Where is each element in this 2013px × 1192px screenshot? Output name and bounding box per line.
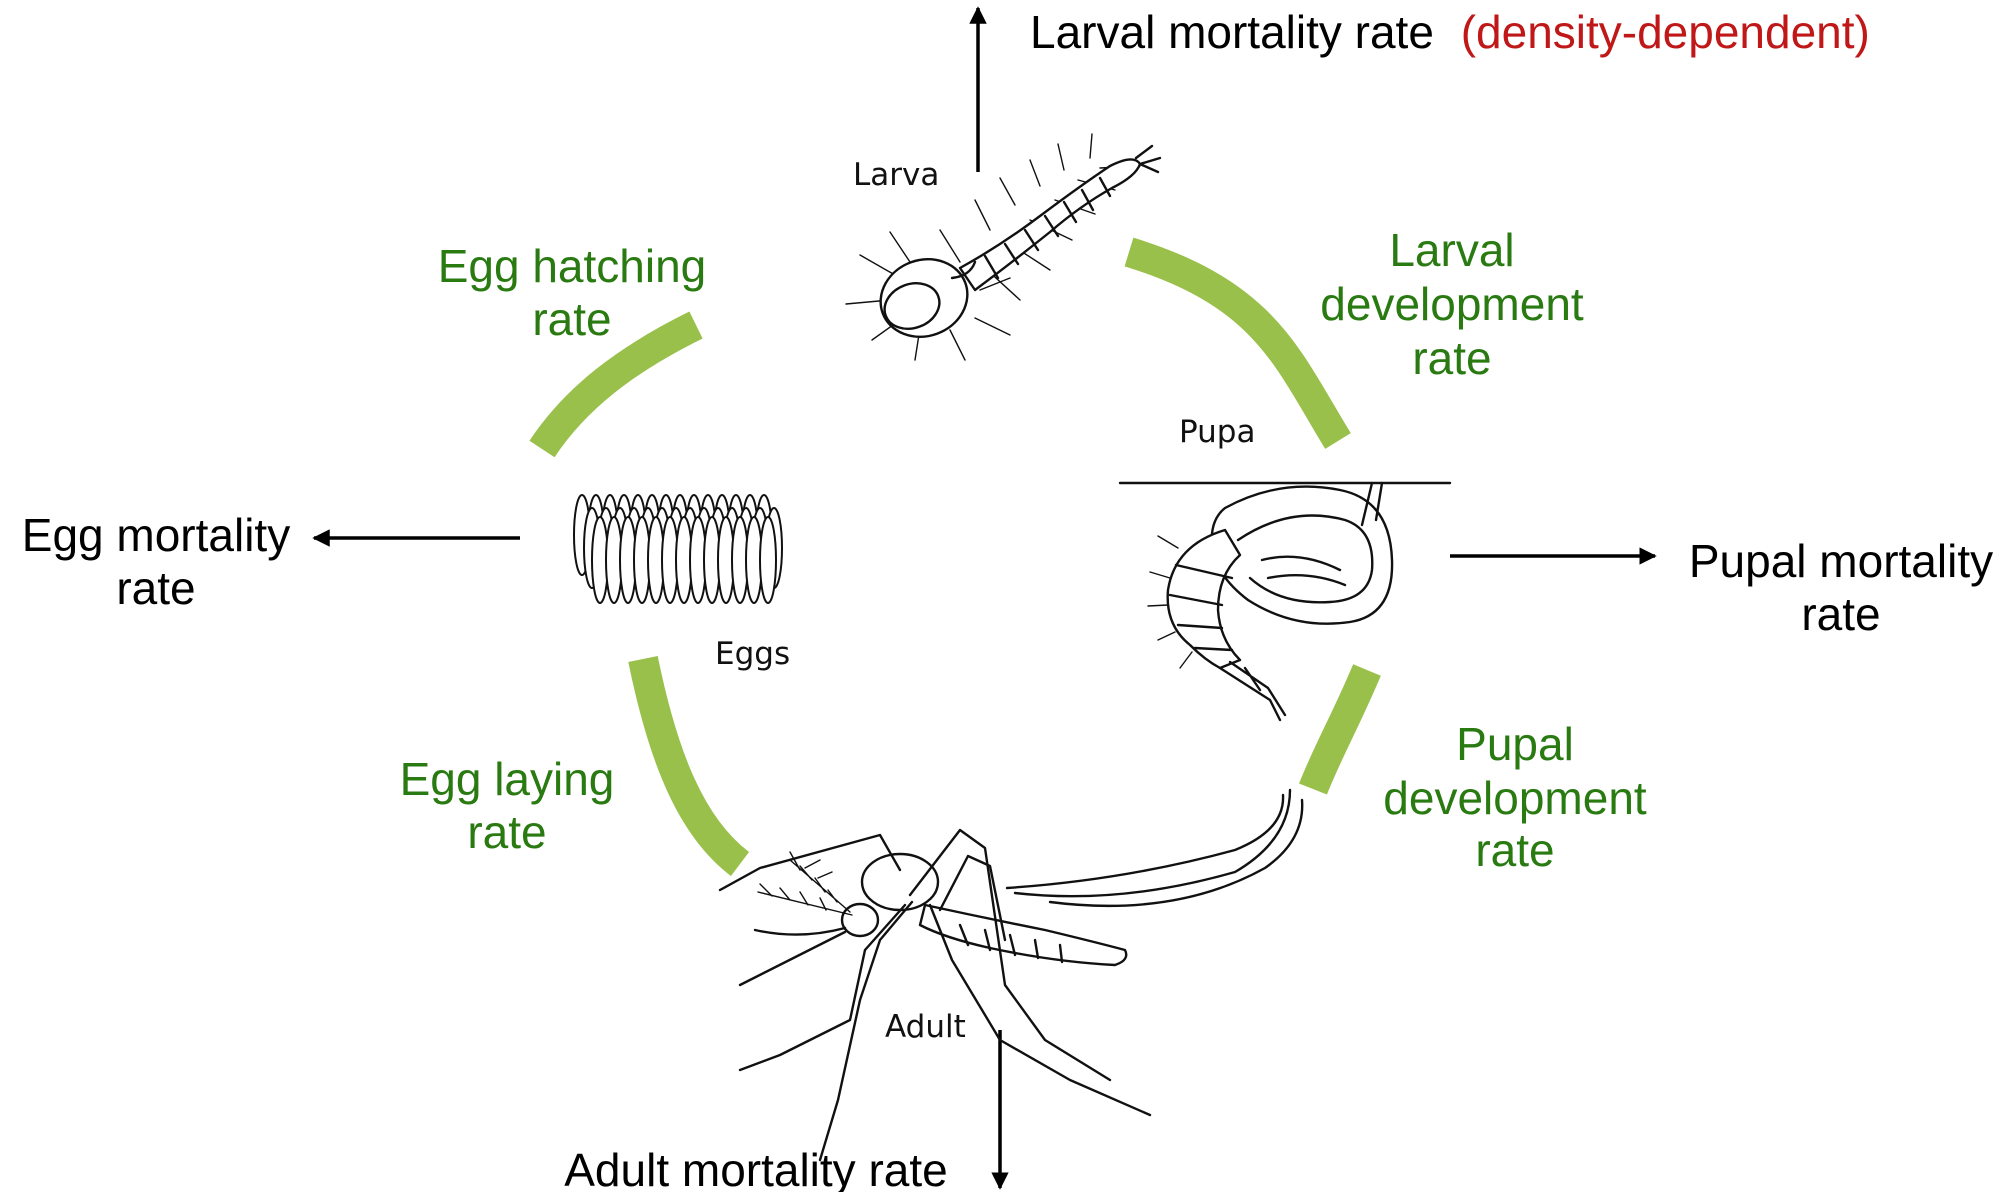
larval-development-line-3: rate [1412,332,1491,384]
larval-development-line-1: Larval [1389,224,1514,276]
pupal-mortality-line-1: Pupal mortality [1689,535,1993,587]
larval-mortality-text: Larval mortality rate [1030,6,1434,58]
arc-pupal-development [1313,670,1367,789]
egg-laying-line-1: Egg laying [400,753,615,805]
larval-development-rate-label: Larval development rate [1320,224,1584,384]
pupal-mortality-line-2: rate [1801,588,1880,640]
adult-mortality-label: Adult mortality rate [564,1144,947,1192]
stage-label-pupa: Pupa [1179,414,1255,450]
egg [760,517,776,603]
pupal-mortality-label: Pupal mortality rate [1689,535,1993,640]
larval-mortality-label: Larval mortality rate (density-dependent… [1030,6,1870,58]
arc-egg-laying [643,659,740,864]
egg-laying-rate-label: Egg laying rate [400,753,615,858]
pupa-illustration [1120,483,1450,720]
larval-development-line-2: development [1320,278,1584,330]
mortality-arrows [314,8,1655,1188]
pupal-development-line-2: development [1383,772,1647,824]
egg-mortality-line-2: rate [116,562,195,614]
stage-label-larva: Larva [853,157,939,193]
pupal-development-line-3: rate [1475,824,1554,876]
egg-mortality-label: Egg mortality rate [22,509,290,614]
pupal-development-rate-label: Pupal development rate [1383,718,1647,876]
egg-hatching-line-2: rate [532,293,611,345]
adult-mosquito-illustration [720,790,1302,1160]
eggs-illustration [574,495,782,603]
stage-label-adult: Adult [885,1009,966,1045]
egg-laying-line-2: rate [467,806,546,858]
pupal-development-line-1: Pupal [1456,718,1574,770]
egg-hatching-line-1: Egg hatching [438,240,707,292]
larval-mortality-qualifier: (density-dependent) [1461,6,1870,58]
egg-mortality-line-1: Egg mortality [22,509,290,561]
arc-larval-development [1129,252,1338,441]
stage-label-eggs: Eggs [715,636,790,672]
